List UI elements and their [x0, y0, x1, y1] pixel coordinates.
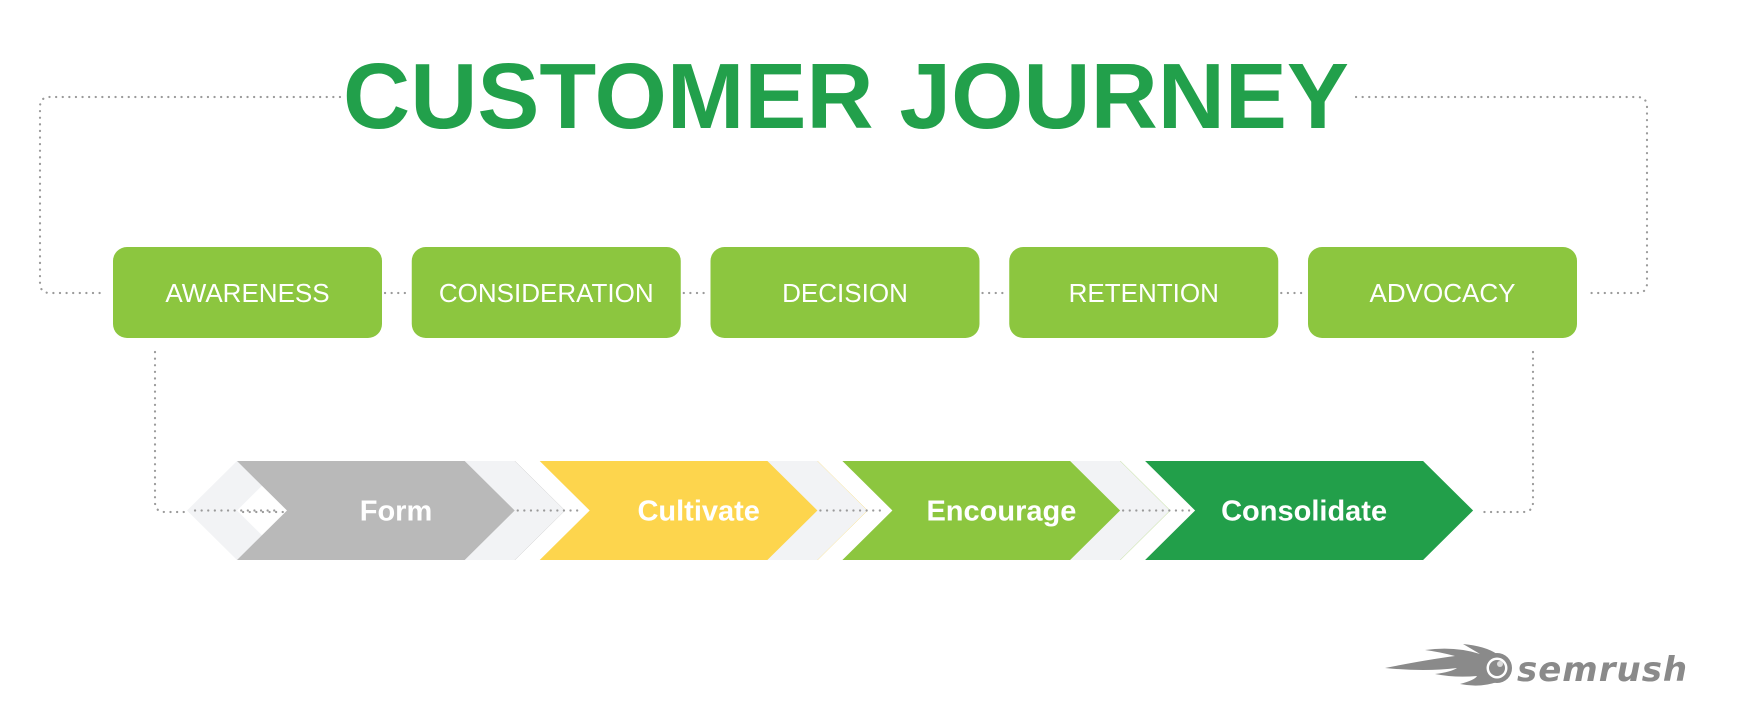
right-loop-line — [1354, 95, 1649, 295]
stage-box-bg — [1308, 247, 1577, 338]
action-label: Encourage — [926, 496, 1076, 528]
action-label: Cultivate — [637, 496, 759, 528]
stage-box-decision: DECISION — [710, 247, 980, 338]
chevron-backdrop — [1070, 461, 1171, 560]
chevron-shape — [539, 461, 868, 560]
stage-label: DECISION — [782, 278, 908, 308]
semrush-logo: semrush — [1385, 644, 1688, 690]
stage-box-bg — [710, 247, 980, 338]
stage-box-bg — [1009, 247, 1279, 338]
stage-box-bg — [411, 247, 681, 338]
stage-label: CONSIDERATION — [439, 278, 654, 308]
action-chevron-form: Form — [187, 461, 565, 560]
stage-label: AWARENESS — [165, 278, 329, 308]
stage-box-bg — [113, 247, 382, 338]
semrush-fireball-icon — [1385, 644, 1512, 686]
stage-label: RETENTION — [1069, 278, 1219, 308]
stage-box-awareness: AWARENESS — [113, 247, 382, 338]
stage-box-consideration: CONSIDERATION — [411, 247, 681, 338]
action-label: Form — [360, 496, 433, 528]
outer-loop-connector — [38, 95, 1649, 295]
right-down-line — [1476, 350, 1535, 514]
stage-label: ADVOCACY — [1370, 278, 1516, 308]
lower-loop-connector — [153, 350, 1535, 514]
chevron-backdrop — [464, 461, 565, 560]
semrush-wordmark: semrush — [1517, 650, 1688, 690]
action-chevron-consolidate: Consolidate — [1070, 461, 1474, 560]
action-chevron-cultivate: Cultivate — [464, 461, 868, 560]
stage-box-retention: RETENTION — [1009, 247, 1279, 338]
action-label: Consolidate — [1221, 496, 1387, 528]
stage-row: AWARENESS CONSIDERATION DECISION RETENTION A… — [113, 247, 1577, 338]
chevron-shape — [237, 461, 565, 560]
chevron-shape — [1145, 461, 1474, 560]
left-loop-line — [38, 95, 342, 295]
chevron-shape — [842, 461, 1171, 560]
chevron-backdrop — [767, 461, 868, 560]
left-down-line — [153, 350, 287, 514]
stage-box-advocacy: ADVOCACY — [1308, 247, 1577, 338]
page-title: CUSTOMER JOURNEY — [343, 44, 1349, 148]
action-chevrons: Form Cultivate Encourage Consolidate — [187, 461, 1474, 560]
action-chevron-encourage: Encourage — [767, 461, 1171, 560]
